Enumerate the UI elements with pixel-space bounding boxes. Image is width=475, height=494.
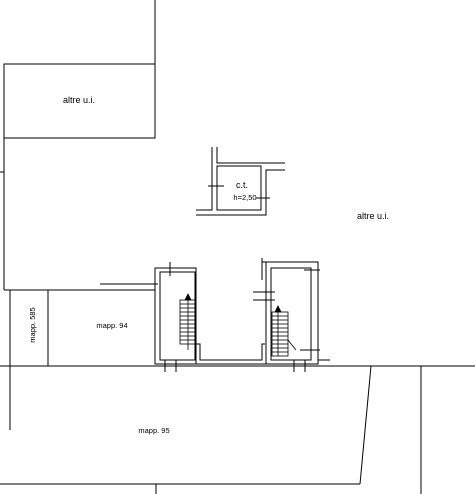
ct-room	[196, 147, 285, 216]
label-ct-height: h=2,50	[233, 193, 256, 202]
label-ct: c.t.	[236, 180, 248, 190]
right-staircase	[271, 305, 297, 357]
label-mapp-585: mapp. 585	[28, 307, 37, 342]
left-staircase	[179, 293, 197, 350]
mapp-95-right-slanted	[359, 365, 372, 485]
label-mapp-94: mapp. 94	[96, 321, 127, 330]
label-mapp-95: mapp. 95	[138, 426, 169, 435]
unit-walls	[154, 258, 330, 372]
label-altre-ui-top: altre u.i.	[63, 95, 95, 105]
top-unit-outline	[3, 0, 156, 139]
label-altre-ui-right: altre u.i.	[357, 211, 389, 221]
